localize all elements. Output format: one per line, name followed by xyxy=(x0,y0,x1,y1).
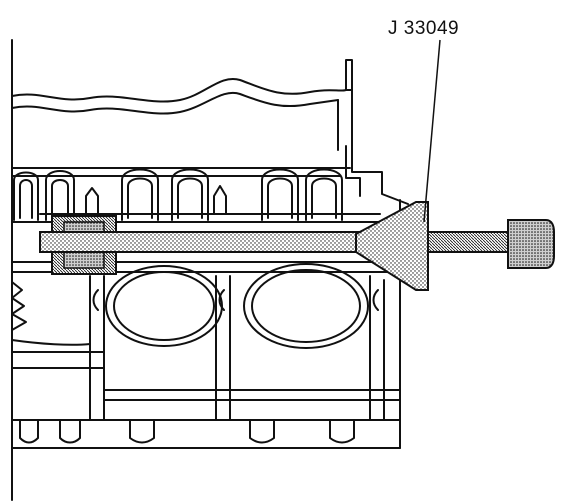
tool-j33049 xyxy=(39,201,555,291)
valve-cover-outline xyxy=(11,59,353,147)
lifter-bore-4 xyxy=(171,168,209,221)
tool-handle xyxy=(507,219,555,269)
broken-edge xyxy=(11,281,27,331)
lifter-bore-2 xyxy=(45,170,75,221)
tool-shaft xyxy=(39,231,361,253)
lifter-bore-5 xyxy=(261,168,299,221)
bulkhead-3 xyxy=(369,275,385,421)
bulkhead-1 xyxy=(89,275,105,421)
lifter-bore-3 xyxy=(121,168,159,221)
tool-cone xyxy=(355,201,429,291)
callout-leader xyxy=(423,39,441,223)
tool-callout-label: J 33049 xyxy=(388,18,460,39)
lifter-bore-6 xyxy=(305,168,343,221)
cylinder-bore-right xyxy=(243,263,369,349)
bulkhead-2 xyxy=(215,275,231,421)
cylinder-bore-left xyxy=(105,265,223,347)
lifter-bore-1 xyxy=(13,171,39,221)
cover-right-profile xyxy=(345,89,409,205)
tool-bolt xyxy=(427,231,511,253)
